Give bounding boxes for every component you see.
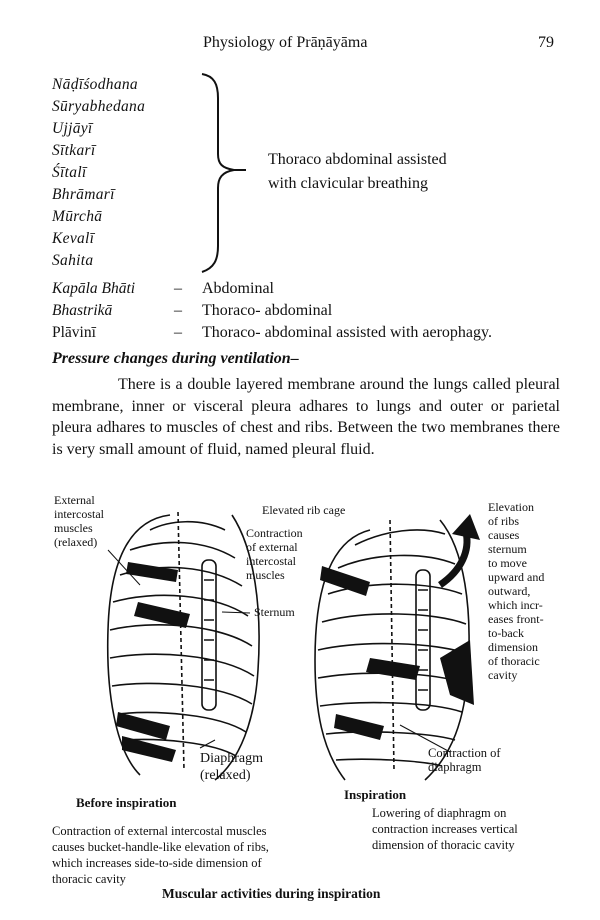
label-line: Contraction bbox=[246, 526, 303, 540]
list-item: Sahita bbox=[52, 252, 94, 269]
caption-line: Contraction of external intercostal musc… bbox=[52, 824, 267, 838]
row-value: Thoraco- abdominal bbox=[202, 302, 333, 319]
label-line: External bbox=[54, 493, 95, 507]
group-description-line: with clavicular breathing bbox=[268, 175, 428, 192]
label-line: diaphragm bbox=[428, 760, 482, 774]
page-number: 79 bbox=[538, 34, 554, 51]
leader-line bbox=[221, 611, 251, 614]
label-line: outward, bbox=[488, 584, 531, 598]
left-ribcage-illustration bbox=[106, 511, 260, 781]
title-inspiration: Inspiration bbox=[344, 787, 407, 802]
group-description: Thoraco abdominal assisted with clavicul… bbox=[268, 148, 447, 196]
caption-before-inspiration: Contraction of external intercostal musc… bbox=[52, 823, 269, 887]
label-line: of ribs bbox=[488, 514, 519, 528]
label-line: upward and bbox=[488, 570, 545, 584]
list-item: Ujjāyī bbox=[52, 120, 93, 137]
row-dash: – bbox=[174, 280, 182, 297]
label-line: to-back bbox=[488, 626, 524, 640]
caption-inspiration: Lowering of diaphragm on contraction inc… bbox=[372, 805, 518, 853]
caption-line: which increases side-to-side dimension o… bbox=[52, 856, 262, 870]
label-line: eases front- bbox=[488, 612, 544, 626]
right-muscle-bands bbox=[320, 566, 474, 740]
label-sternum: Sternum bbox=[254, 605, 295, 619]
label-line: intercostal bbox=[246, 554, 296, 568]
label-line: (relaxed) bbox=[54, 535, 98, 549]
label-line: of external bbox=[246, 540, 298, 554]
right-ribcage-illustration bbox=[314, 519, 470, 781]
label-elevated-rib-cage: Elevated rib cage bbox=[262, 503, 346, 517]
row-dash: – bbox=[174, 324, 182, 341]
label-diaphragm: Diaphragm (relaxed) bbox=[200, 750, 263, 784]
label-line: to move bbox=[488, 556, 527, 570]
list-item: Bhrāmarī bbox=[52, 186, 115, 203]
arrowhead-icon bbox=[452, 514, 480, 540]
caption-line: causes bucket-handle-like elevation of r… bbox=[52, 840, 269, 854]
row-dash: – bbox=[174, 302, 182, 319]
label-line: dimension bbox=[488, 640, 538, 654]
ribcage-figure bbox=[106, 511, 480, 781]
label-line: intercostal bbox=[54, 507, 104, 521]
label-line: which incr- bbox=[488, 598, 543, 612]
left-muscle-bands bbox=[116, 562, 190, 762]
label-line: Contraction of bbox=[428, 746, 501, 760]
leader-line bbox=[199, 739, 216, 749]
caption-line: Lowering of diaphragm on bbox=[372, 806, 507, 820]
label-line: muscles bbox=[54, 521, 93, 535]
caption-line: contraction increases vertical bbox=[372, 822, 518, 836]
list-item: Nāḍīśodhana bbox=[52, 76, 138, 93]
label-line: muscles bbox=[246, 568, 285, 582]
curly-brace bbox=[201, 73, 246, 273]
label-contraction-external: Contraction of external intercostal musc… bbox=[246, 526, 303, 582]
figure-title: Muscular activities during inspiration bbox=[162, 886, 381, 901]
row-name: Bhastrikā bbox=[52, 302, 113, 319]
list-item: Mūrchā bbox=[52, 208, 103, 225]
label-external-intercostal: External intercostal muscles (relaxed) bbox=[54, 493, 104, 549]
row-name: Plāvinī bbox=[52, 324, 96, 341]
caption-line: thoracic cavity bbox=[52, 872, 126, 886]
running-header: Physiology of Prāṇāyāma bbox=[203, 34, 368, 51]
label-line: causes bbox=[488, 528, 520, 542]
label-contraction-diaphragm: Contraction of diaphragm bbox=[428, 746, 501, 774]
list-item: Sītkarī bbox=[52, 142, 96, 159]
row-name: Kapāla Bhāti bbox=[52, 280, 136, 297]
leader-line bbox=[399, 724, 451, 753]
leader-line bbox=[329, 577, 351, 583]
label-line: of thoracic bbox=[488, 654, 540, 668]
leader-line bbox=[107, 549, 141, 586]
label-line: (relaxed) bbox=[200, 768, 251, 783]
row-value: Thoraco- abdominal assisted with aeropha… bbox=[202, 324, 492, 341]
title-before-inspiration: Before inspiration bbox=[76, 795, 177, 810]
label-elevation: Elevation of ribs causes sternum to move… bbox=[488, 500, 544, 682]
list-item: Kevalī bbox=[52, 230, 95, 247]
label-line: cavity bbox=[488, 668, 518, 682]
section-heading: Pressure changes during ventilation– bbox=[52, 350, 299, 367]
paragraph-text: There is a double layered membrane aroun… bbox=[52, 376, 560, 458]
caption-line: dimension of thoracic cavity bbox=[372, 838, 515, 852]
body-paragraph: There is a double layered membrane aroun… bbox=[52, 374, 560, 460]
label-line: sternum bbox=[488, 542, 527, 556]
list-item: Sūryabhedana bbox=[52, 98, 146, 115]
list-item: Śītalī bbox=[52, 164, 87, 181]
label-line: Diaphragm bbox=[200, 751, 263, 766]
label-line: Elevation bbox=[488, 500, 534, 514]
group-description-line: Thoraco abdominal assisted bbox=[268, 151, 447, 168]
row-value: Abdominal bbox=[202, 280, 274, 297]
